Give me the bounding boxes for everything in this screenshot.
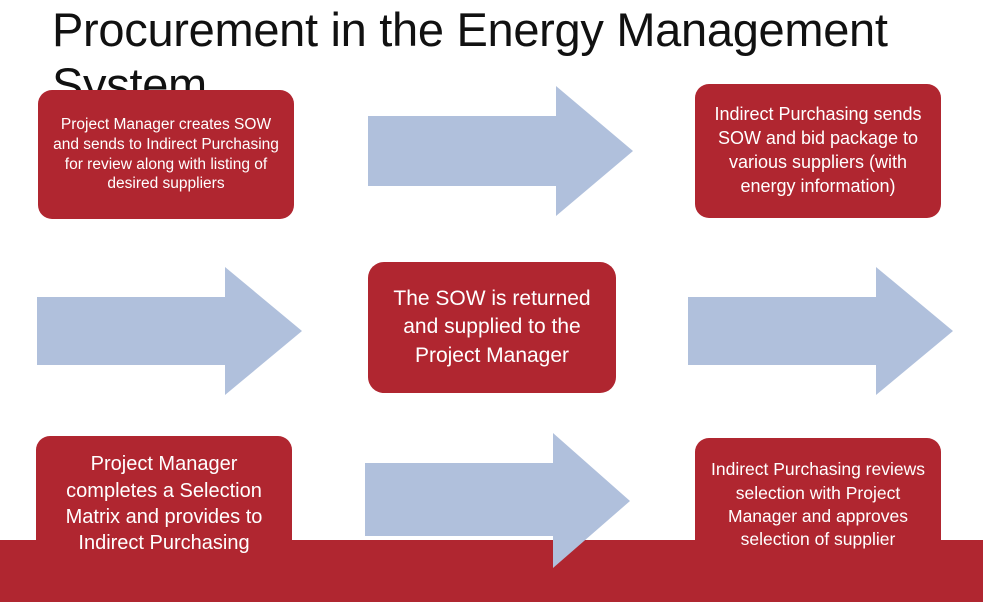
process-step-2-label: Indirect Purchasing sends SOW and bid pa… <box>714 104 922 196</box>
process-step-1-label: Project Manager creates SOW and sends to… <box>53 115 279 193</box>
process-step-2[interactable]: Indirect Purchasing sends SOW and bid pa… <box>695 84 941 218</box>
flow-arrow-right-icon-4 <box>365 433 630 568</box>
flow-arrow-right-icon-1 <box>368 86 633 216</box>
process-step-3[interactable]: The SOW is returned and supplied to the … <box>368 262 616 393</box>
process-step-4[interactable]: Project Manager completes a Selection Ma… <box>36 436 292 572</box>
process-step-1[interactable]: Project Manager creates SOW and sends to… <box>38 90 294 219</box>
flow-arrow-right-icon-3 <box>688 267 953 395</box>
flow-arrow-right-icon-2 <box>37 267 302 395</box>
process-step-5[interactable]: Indirect Purchasing reviews selection wi… <box>695 438 941 572</box>
process-step-4-label: Project Manager completes a Selection Ma… <box>65 453 263 555</box>
page-title: Procurement in the Energy Management Sys… <box>52 3 901 112</box>
process-step-3-label: The SOW is returned and supplied to the … <box>393 286 591 367</box>
process-step-5-label: Indirect Purchasing reviews selection wi… <box>711 459 925 550</box>
